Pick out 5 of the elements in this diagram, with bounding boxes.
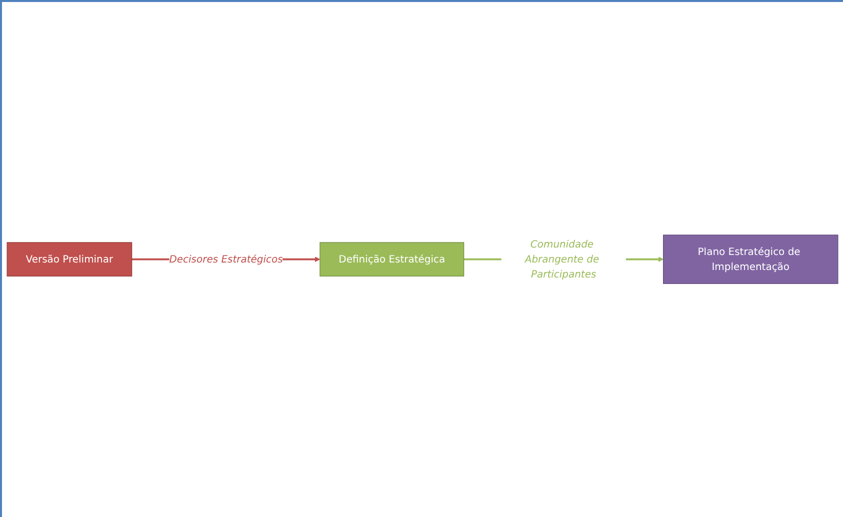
node-box: Versão Preliminar [6,242,132,277]
node-box: Definição Estratégica [320,242,464,277]
edge-label: Comunidade Abrangente de Participantes [524,238,600,280]
edge-label: Decisores Estratégicos [169,253,283,266]
node-box: Plano Estratégico de Implementação [663,234,838,284]
